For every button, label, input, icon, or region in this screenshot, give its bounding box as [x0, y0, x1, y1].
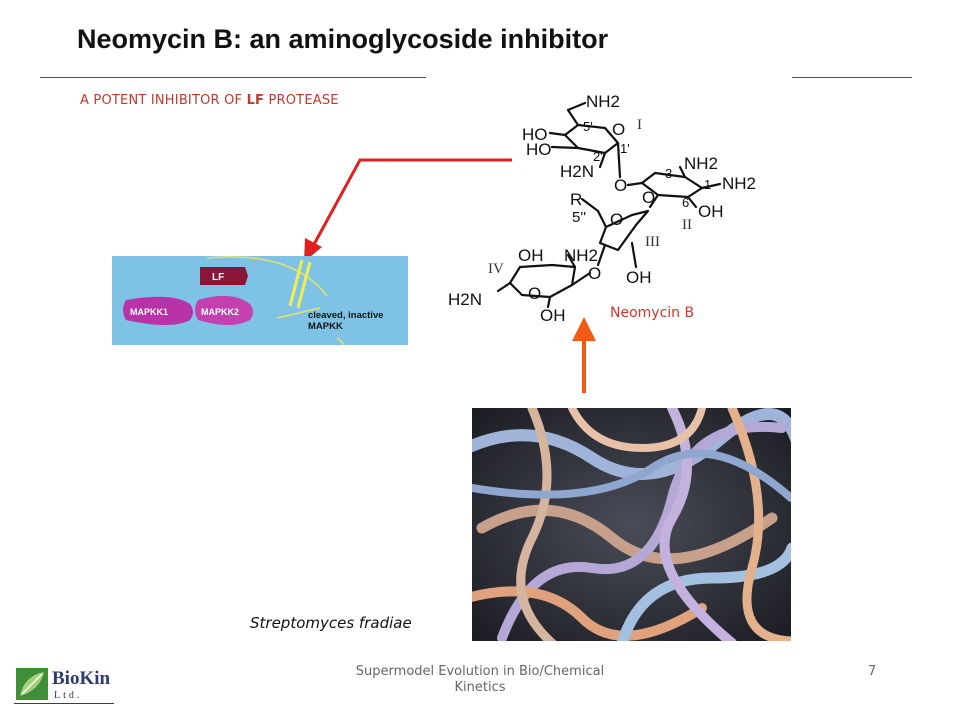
footer-line-1: Supermodel Evolution in Bio/Chemical	[355, 664, 605, 679]
neomycin-structure: NH2 HO HO O H2N O NH2 NH2 OH O R O OH NH…	[448, 92, 756, 325]
logo-sub: Ltd.	[54, 690, 83, 701]
pos-5pp: 5''	[572, 209, 586, 226]
subtitle-suffix: PROTEASE	[264, 93, 339, 108]
lf-label: LF	[212, 272, 224, 283]
mapkk1-label: MAPKK1	[130, 307, 168, 317]
footer-text: Supermodel Evolution in Bio/Chemical Kin…	[330, 664, 630, 696]
footer-line-2: Kinetics	[454, 680, 506, 695]
cleaved-label-1: cleaved, inactive	[308, 310, 384, 321]
pos-3: 3	[665, 166, 672, 181]
atom-r: R	[570, 190, 582, 209]
atom-oh-bottom: OH	[540, 306, 566, 325]
pos-1p: 1'	[620, 141, 630, 156]
logo-name: BioKin	[52, 668, 111, 689]
atom-o-ring4: O	[528, 284, 541, 303]
atom-ho2: HO	[526, 140, 552, 159]
photo-caption: Streptomyces fradiae	[250, 614, 412, 632]
logo-underline	[14, 703, 114, 704]
pos-1: 1	[704, 177, 711, 192]
atom-o-link3: O	[588, 264, 601, 283]
atom-oh-ring3: OH	[626, 268, 652, 287]
title-rule-right	[792, 77, 912, 78]
page-number: 7	[868, 664, 877, 679]
orange-up-arrow	[572, 317, 596, 393]
molecule-name: Neomycin B	[610, 305, 695, 321]
atom-nh2-b: NH2	[722, 174, 756, 193]
atom-nh2-a: NH2	[684, 154, 718, 173]
subtitle-prefix: A POTENT INHIBITOR OF	[80, 93, 247, 108]
streptomyces-micrograph	[472, 408, 791, 641]
ring-label-ii: II	[682, 217, 692, 233]
atom-o-ring3: O	[610, 210, 623, 229]
atom-h2n-ring1: H2N	[560, 162, 594, 181]
atom-oh-ring2: OH	[698, 202, 724, 221]
atom-ho1: HO	[522, 125, 548, 144]
atom-h2n-ring4: H2N	[448, 290, 482, 309]
pos-5p: 5'	[583, 119, 593, 134]
atom-nh2-ring4: NH2	[564, 246, 598, 265]
pos-6: 6	[682, 195, 689, 210]
atom-o-ring1: O	[612, 120, 625, 139]
pathway-figure: LF MAPKK1 MAPKK2 cleaved, inactive MAPKK	[112, 256, 408, 345]
biokin-leaf-icon	[16, 668, 48, 700]
atom-o-link1: O	[614, 176, 627, 195]
atom-o-link2: O	[642, 188, 655, 207]
atom-nh2-top: NH2	[586, 92, 620, 111]
ring-label-iii: III	[645, 234, 660, 250]
pos-2p: 2'	[593, 149, 603, 164]
atom-oh-ring4: OH	[518, 246, 544, 265]
ring-label-i: I	[637, 117, 642, 133]
slide-title: Neomycin B: an aminoglycoside inhibitor	[77, 24, 609, 54]
title-rule-left	[40, 77, 426, 78]
mapkk2-label: MAPKK2	[201, 307, 239, 317]
ring-label-iv: IV	[488, 261, 504, 277]
cleaved-label-2: MAPKK	[308, 321, 343, 332]
subtitle-bold: LF	[246, 93, 265, 108]
slide-subtitle: A POTENT INHIBITOR OF LF PROTEASE	[80, 93, 339, 108]
